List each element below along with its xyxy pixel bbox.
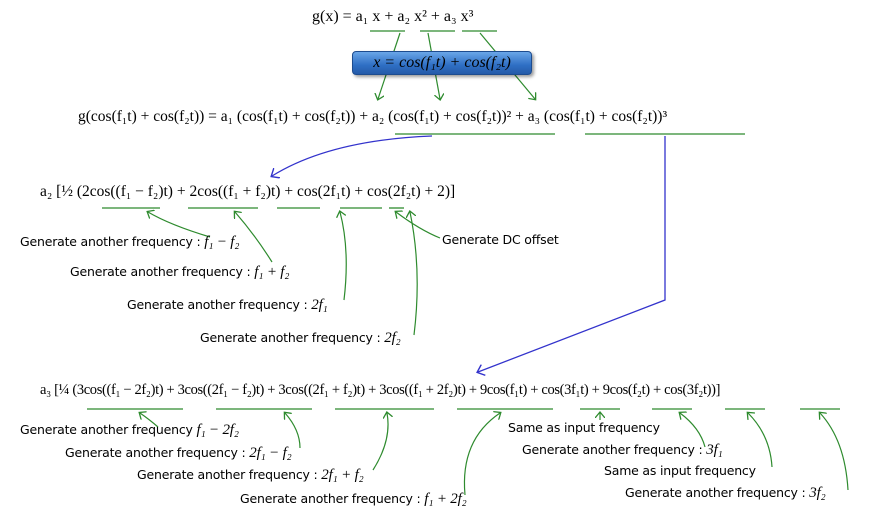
green-annotation-arrows [140,32,849,496]
label-f1-minus-f2: Generate another frequency : f₁ − f₂ [20,234,240,250]
label-same-input-f2: Same as input frequency [604,463,756,478]
label-f1-minus-2f2: Generate another frequency f₁ − 2f₂ [20,422,239,438]
label-f1-plus-2f2: Generate another frequency : f₁ + 2f₂ [240,491,467,507]
label-f1-plus-f2: Generate another frequency : f₁ + f₂ [70,264,290,280]
label-3f2: Generate another frequency : 3f₂ [625,485,826,501]
label-2f2: Generate another frequency : 2f₂ [200,330,401,346]
label-same-input-f1: Same as input frequency [508,420,660,435]
label-dc-offset: Generate DC offset [442,232,559,247]
label-2f1: Generate another frequency : 2f₁ [127,297,328,313]
label-2f1-plus-f2: Generate another frequency : 2f₁ + f₂ [137,467,364,483]
second-order-equation: a₂ [½ (2cos((f₁ − f₂)t) + 2cos((f₁ + f₂)… [40,183,456,200]
label-3f1: Generate another frequency : 3f₁ [522,442,723,458]
third-order-equation: a₃ [¼ (3cos((f₁ − 2f₂)t) + 3cos((2f₁ − f… [40,382,721,398]
expanded-equation: g(cos(f₁t) + cos(f₂t)) = a₁ (cos(f₁t) + … [78,108,668,125]
green-underlines [87,30,840,410]
label-2f1-minus-f2: Generate another frequency : 2f₁ − f₂ [65,445,292,461]
blue-flow-arrows [272,135,666,372]
substitution-box: x = cos(f₁t) + cos(f₂t) [352,51,532,75]
g-definition-equation: g(x) = a₁ x + a₂ x² + a₃ x³ [312,8,474,25]
